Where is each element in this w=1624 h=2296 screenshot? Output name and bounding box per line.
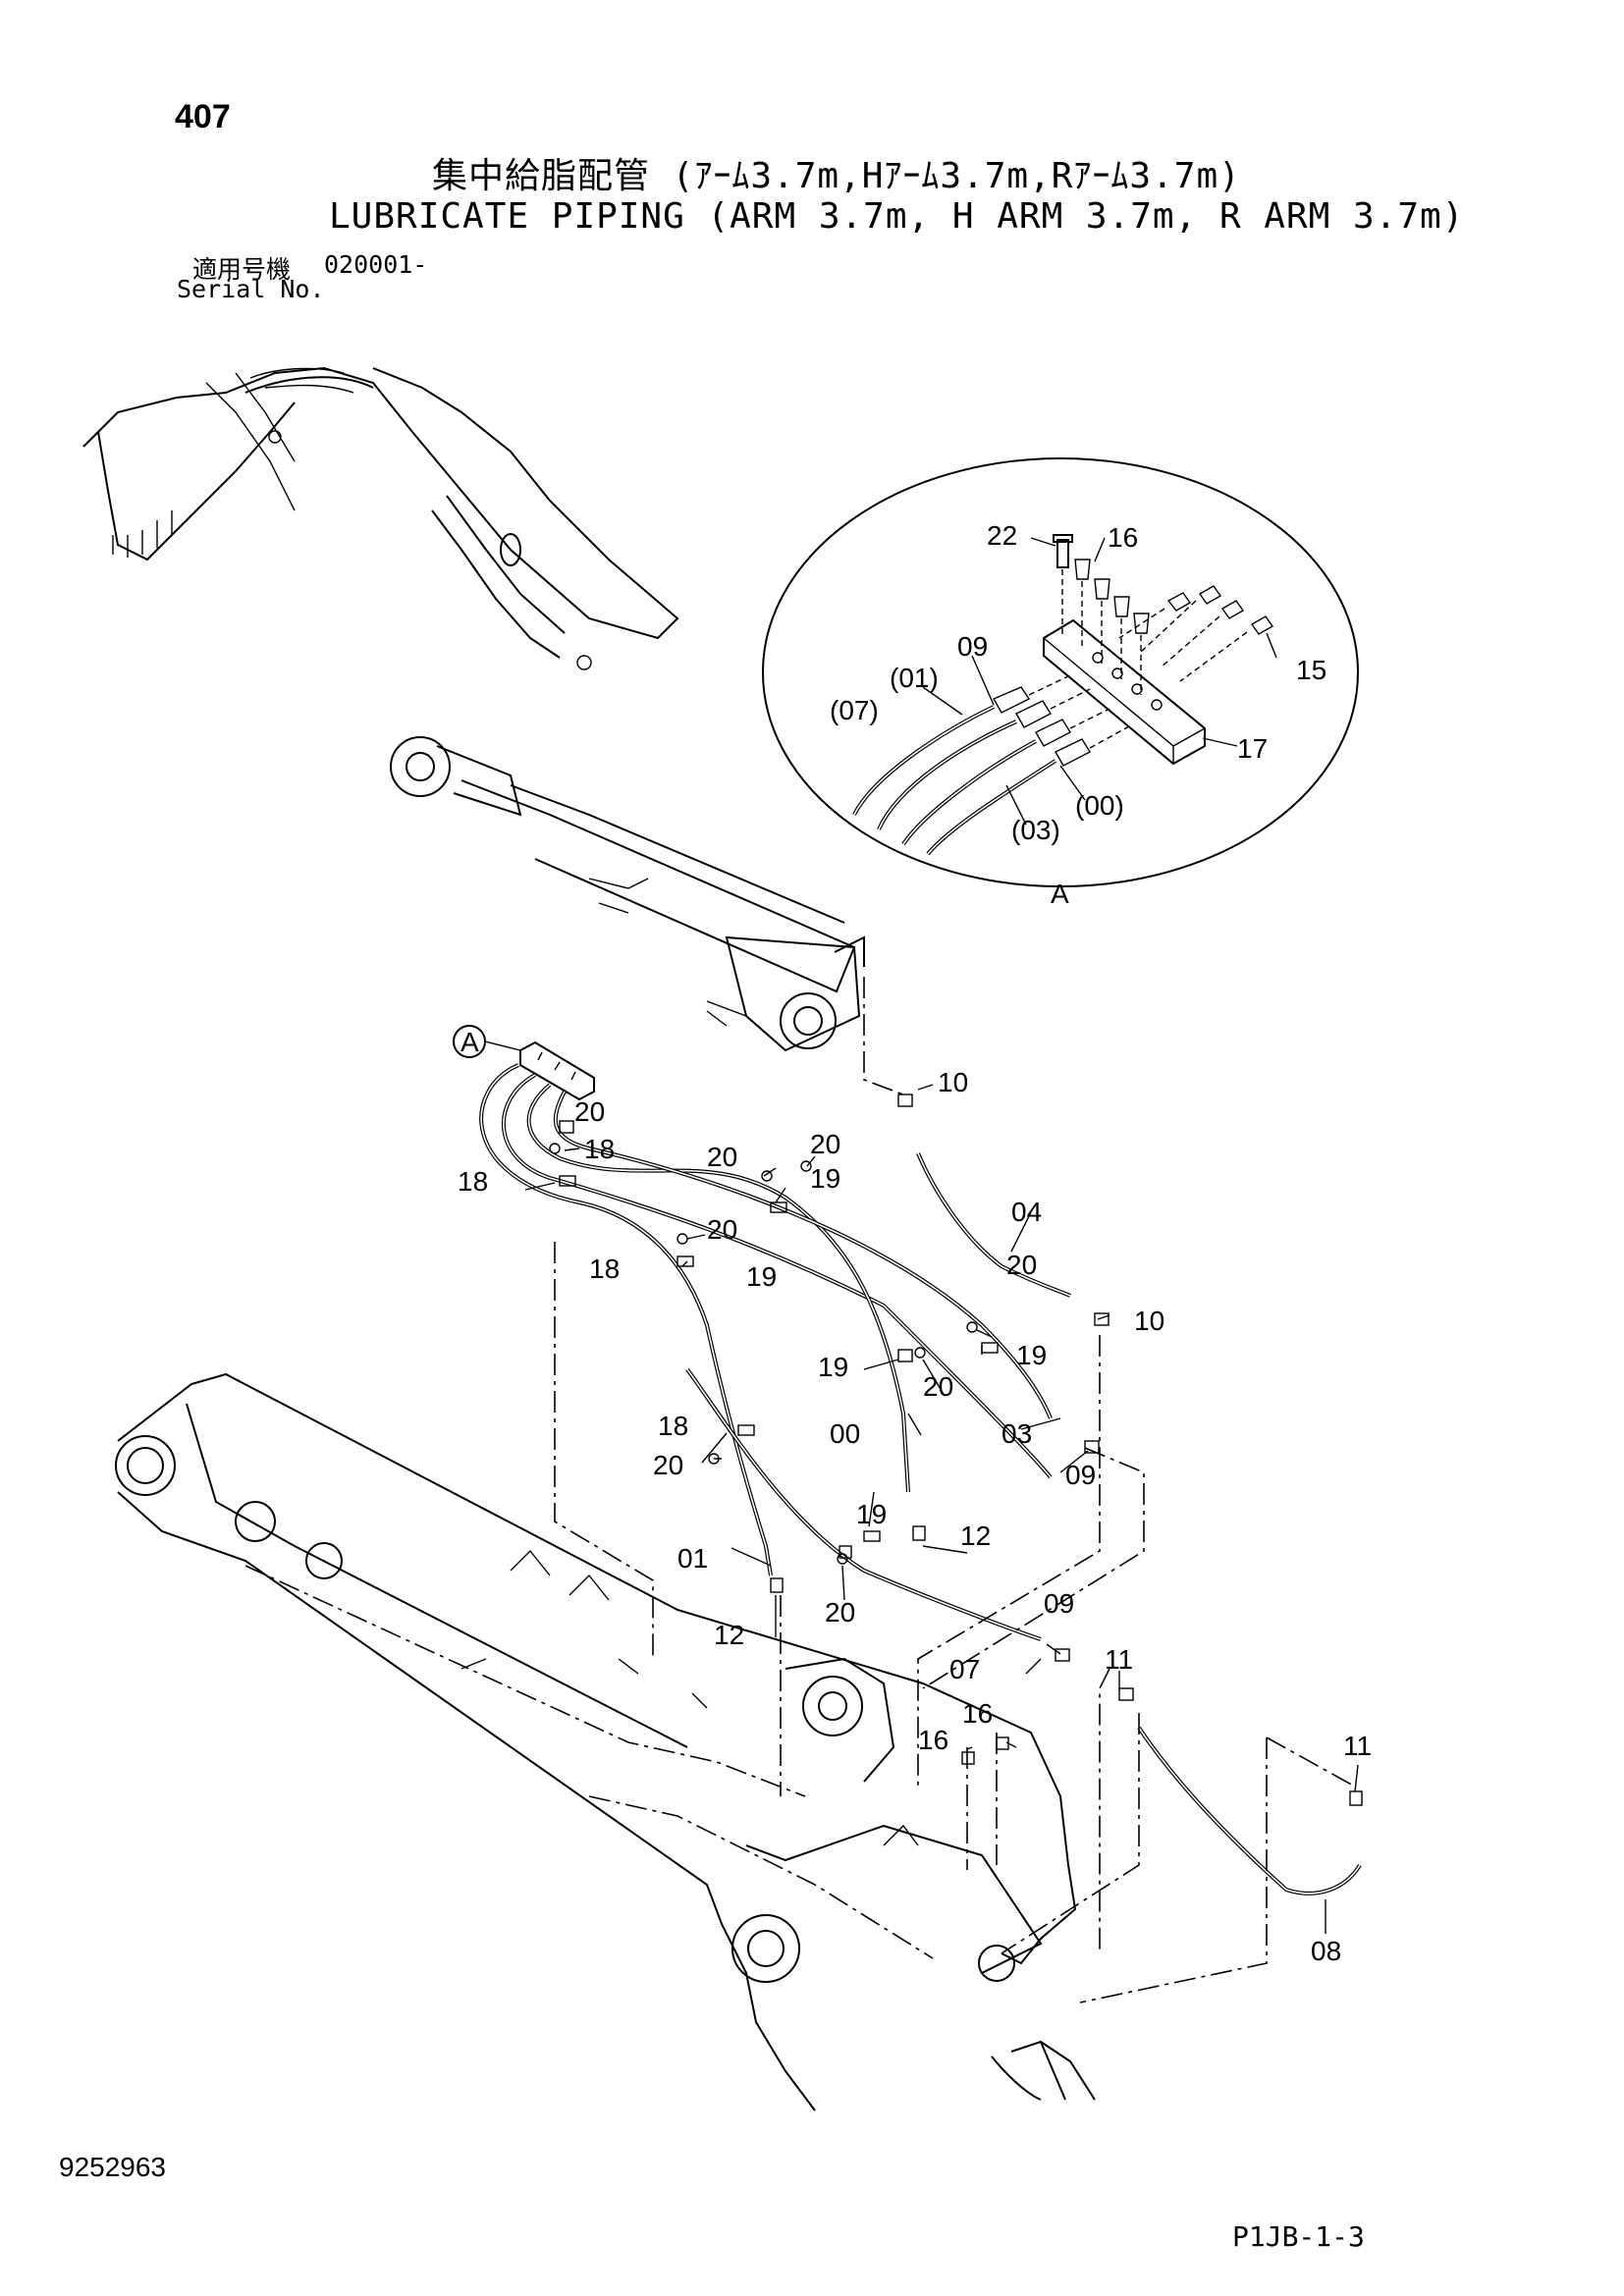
serial-label-english: Serial No. bbox=[177, 275, 325, 303]
callout-09: 09 bbox=[1065, 1460, 1096, 1490]
callout-19: 19 bbox=[746, 1261, 777, 1292]
title-english: LUBRICATE PIPING (ARM 3.7m, H ARM 3.7m, … bbox=[329, 196, 1465, 237]
callout-20: 20 bbox=[1006, 1250, 1037, 1280]
callout-01: 01 bbox=[677, 1543, 708, 1574]
callout-19: 19 bbox=[856, 1499, 887, 1529]
title-japanese: 集中給脂配管 (ｱｰﾑ3.7m,Hｱｰﾑ3.7m,Rｱｰﾑ3.7m) bbox=[432, 156, 1241, 196]
callout-16: 16 bbox=[1108, 522, 1138, 553]
callout-08: 08 bbox=[1311, 1936, 1341, 1966]
callout-16: 16 bbox=[918, 1725, 948, 1755]
callout-00-ref: (00) bbox=[1075, 790, 1124, 821]
callout-20: 20 bbox=[923, 1371, 953, 1402]
detail-ref-a: A bbox=[460, 1027, 479, 1057]
serial-value: 020001- bbox=[324, 250, 428, 279]
callout-10: 10 bbox=[938, 1067, 968, 1097]
detail-a-callouts: 22 16 09 (01) (07) 15 17 (00) (03) A bbox=[830, 520, 1326, 909]
callout-19: 19 bbox=[810, 1163, 840, 1194]
callout-03-ref: (03) bbox=[1011, 815, 1060, 845]
arm-body-illustration bbox=[115, 1372, 1096, 2111]
callout-00: 00 bbox=[830, 1418, 860, 1449]
serial-label-japanese: 適用号機 bbox=[192, 255, 292, 284]
callout-16: 16 bbox=[962, 1698, 993, 1729]
detail-view-a bbox=[762, 457, 1359, 887]
callout-17: 17 bbox=[1237, 733, 1268, 764]
callout-10: 10 bbox=[1134, 1306, 1164, 1336]
page-code: P1JB-1-3 bbox=[1232, 2220, 1365, 2253]
callout-18: 18 bbox=[584, 1134, 615, 1164]
callout-20: 20 bbox=[574, 1096, 605, 1127]
callout-19: 19 bbox=[818, 1352, 848, 1382]
callout-19: 19 bbox=[1016, 1340, 1047, 1370]
callout-20: 20 bbox=[810, 1129, 840, 1159]
callout-12: 12 bbox=[714, 1620, 744, 1650]
callout-09: 09 bbox=[957, 631, 988, 662]
callout-07: 07 bbox=[949, 1654, 980, 1684]
page-number: 407 bbox=[175, 98, 231, 135]
callout-04: 04 bbox=[1011, 1197, 1042, 1227]
main-callouts: A 10 20 18 20 20 18 19 04 20 18 19 20 10… bbox=[453, 1025, 1372, 1966]
callout-20: 20 bbox=[653, 1450, 683, 1480]
callout-20: 20 bbox=[707, 1142, 737, 1172]
grease-hoses bbox=[479, 977, 1363, 2003]
callout-18: 18 bbox=[458, 1166, 488, 1197]
callout-11: 11 bbox=[1343, 1731, 1372, 1761]
callout-22: 22 bbox=[987, 520, 1017, 551]
callout-20: 20 bbox=[707, 1214, 737, 1245]
callout-01-ref: (01) bbox=[890, 663, 939, 693]
callout-12: 12 bbox=[960, 1521, 991, 1551]
callout-20: 20 bbox=[825, 1597, 855, 1628]
arm-cylinder-illustration bbox=[390, 736, 865, 1052]
callout-07-ref: (07) bbox=[830, 695, 879, 725]
callout-09: 09 bbox=[1044, 1588, 1074, 1619]
machine-overview-illustration bbox=[82, 366, 679, 670]
callout-15: 15 bbox=[1296, 655, 1326, 685]
callout-11: 11 bbox=[1105, 1644, 1133, 1675]
callout-18: 18 bbox=[589, 1254, 620, 1284]
callout-18: 18 bbox=[658, 1411, 688, 1441]
callout-03: 03 bbox=[1001, 1418, 1032, 1449]
detail-a-label: A bbox=[1051, 879, 1069, 909]
drawing-number: 9252963 bbox=[59, 2152, 167, 2182]
